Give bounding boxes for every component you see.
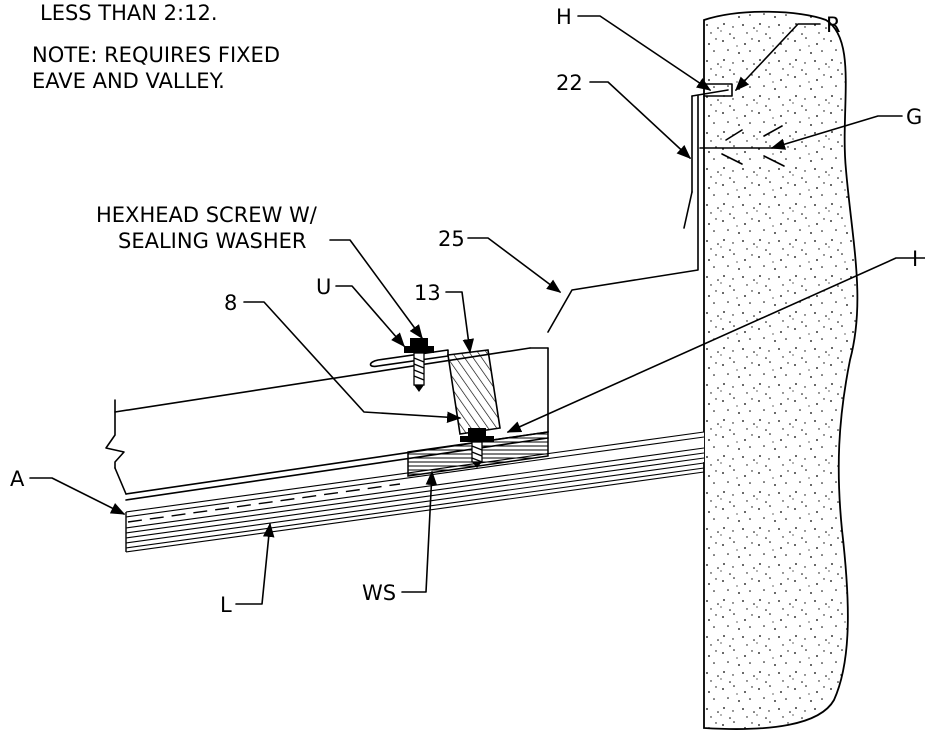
note-line-3: EAVE AND VALLEY. [32, 69, 225, 93]
callout-L: L [220, 593, 232, 617]
note-line-1: LESS THAN 2:12. [40, 1, 218, 25]
callout-screw-line-2: SEALING WASHER [118, 229, 306, 253]
callout-8: 8 [224, 291, 237, 315]
note-line-2: NOTE: REQUIRES FIXED [32, 43, 280, 67]
callout-G: G [906, 105, 922, 129]
callout-U: U [316, 275, 331, 299]
callout-25: 25 [438, 227, 465, 251]
reglet-counterflashing [699, 83, 785, 167]
callout-13: 13 [414, 281, 441, 305]
callout-screw-line-1: HEXHEAD SCREW W/ [96, 203, 318, 227]
leader-lines [29, 15, 925, 605]
callout-WS: WS [362, 581, 396, 605]
wall-flashing [547, 89, 729, 333]
callout-H: H [556, 5, 572, 29]
hexhead-screw-bottom [460, 428, 494, 468]
hatched-wood-block [447, 349, 501, 435]
callout-A: A [10, 467, 25, 491]
roof-deck-layers [125, 431, 705, 553]
hexhead-screw-top [404, 338, 434, 392]
callout-R: R [826, 13, 841, 37]
panel-clip [369, 349, 449, 368]
callout-22: 22 [556, 71, 583, 95]
callout-I: I [912, 247, 918, 271]
concrete-wall [703, 10, 859, 730]
